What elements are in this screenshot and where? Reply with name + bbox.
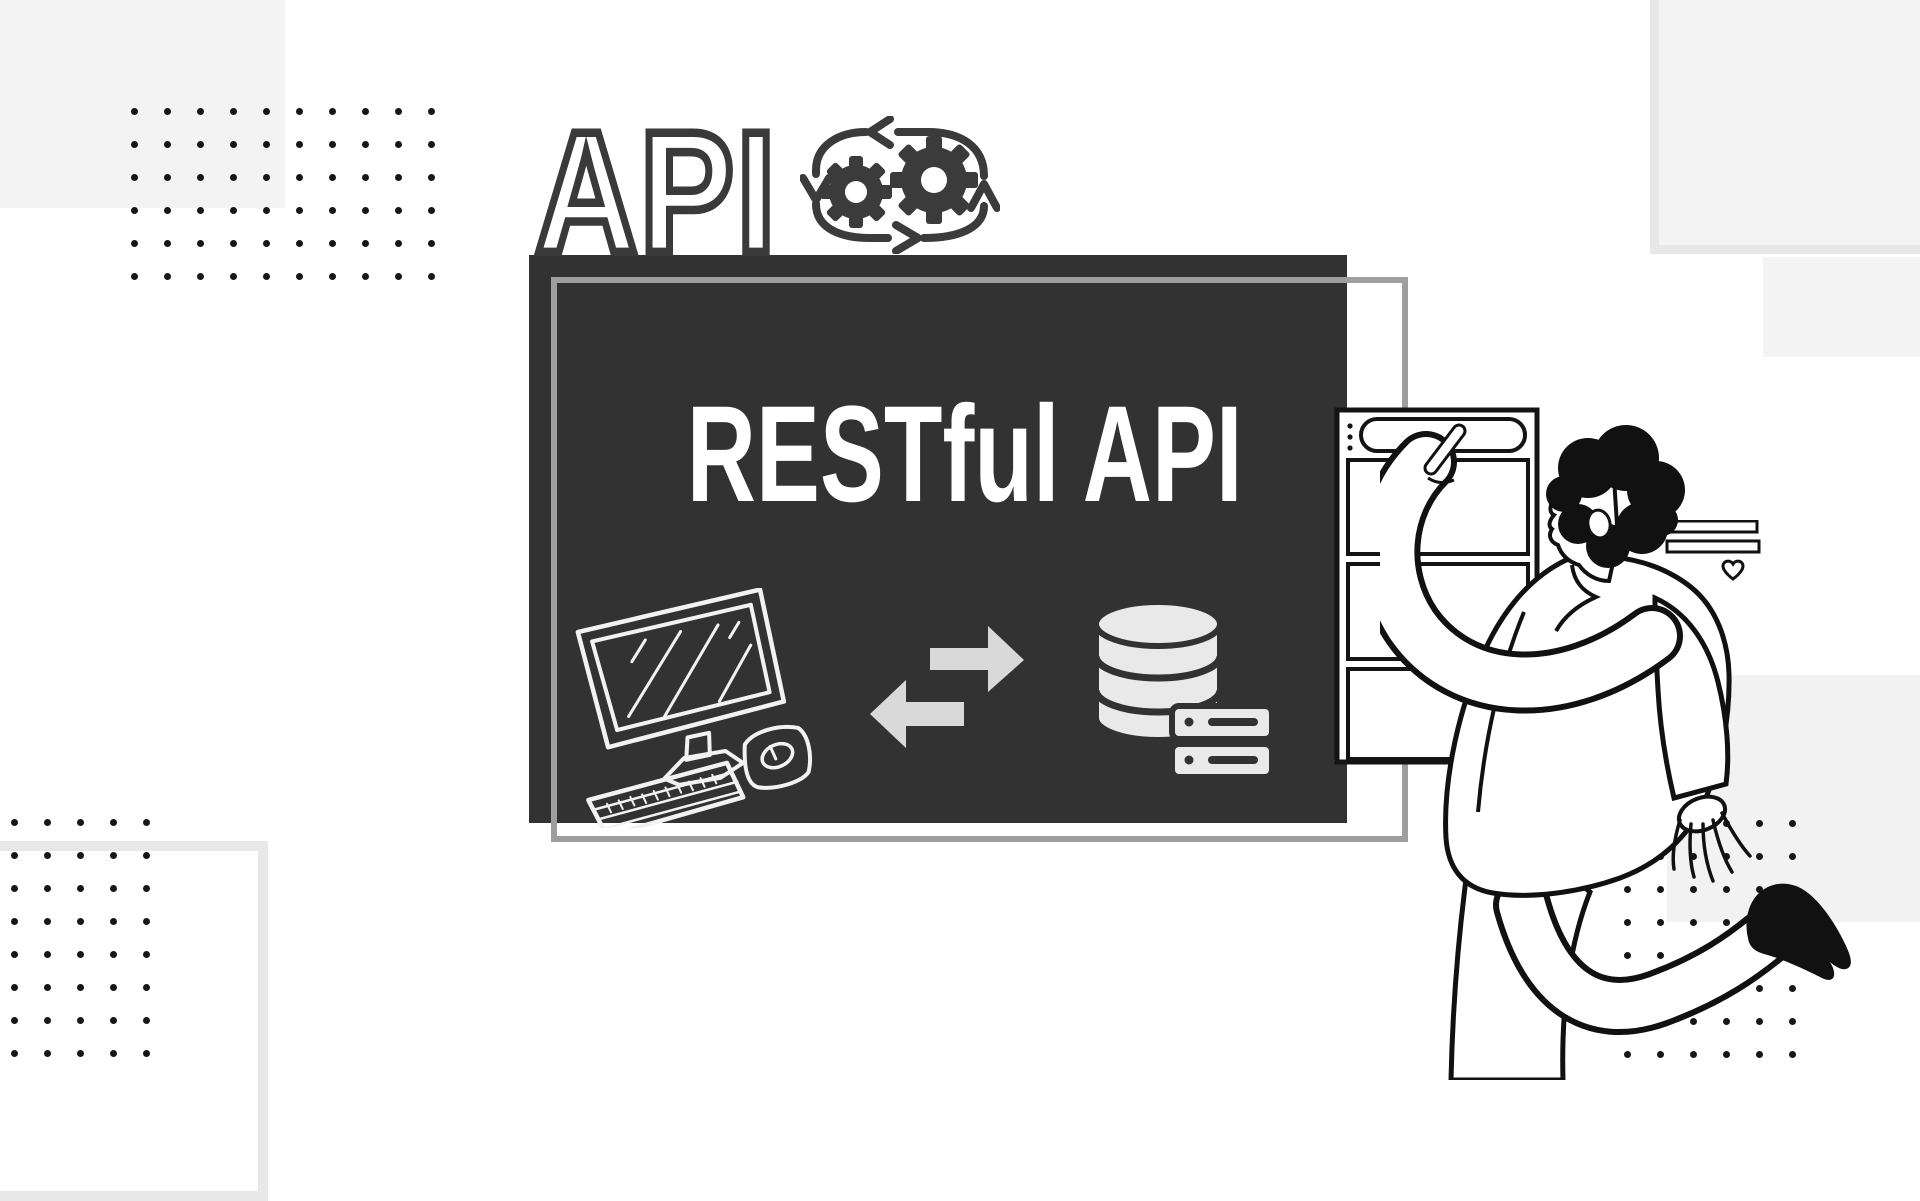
person-pointing-finger bbox=[1426, 426, 1464, 473]
gear-large-icon bbox=[890, 136, 978, 224]
person-boot bbox=[1746, 883, 1851, 980]
client-computer-sketch-icon bbox=[575, 588, 813, 828]
server-racks bbox=[1169, 703, 1275, 780]
person-illustration bbox=[1380, 423, 1851, 1080]
gear-small-icon bbox=[820, 156, 892, 228]
arrow-right bbox=[930, 626, 1024, 692]
decor-rect-top-right bbox=[1650, 0, 1920, 254]
person-ear bbox=[1586, 508, 1612, 540]
process-gears-cycle-icon bbox=[800, 116, 1000, 254]
person-hair bbox=[1546, 425, 1685, 568]
board-title: RESTful API bbox=[686, 378, 1243, 531]
request-response-arrows-icon bbox=[870, 626, 1024, 748]
heart-icon bbox=[1721, 559, 1745, 581]
keyboard bbox=[586, 760, 746, 828]
database-servers-icon bbox=[1092, 599, 1275, 780]
text-bars-icon bbox=[1664, 520, 1761, 581]
api-outline-title: API bbox=[532, 95, 780, 290]
person-bent-leg bbox=[1499, 882, 1789, 1029]
mouse bbox=[760, 741, 795, 770]
decor-dots-bottom-left bbox=[11, 819, 150, 1057]
decor-dots-top-left bbox=[131, 108, 435, 280]
decor-rect-right bbox=[1763, 257, 1920, 357]
decor-rect-top-left bbox=[0, 0, 285, 208]
person-raised-arm bbox=[1380, 437, 1677, 708]
mouse-pad bbox=[742, 725, 813, 790]
arrow-left bbox=[870, 680, 964, 748]
monitor-outline bbox=[575, 588, 787, 750]
